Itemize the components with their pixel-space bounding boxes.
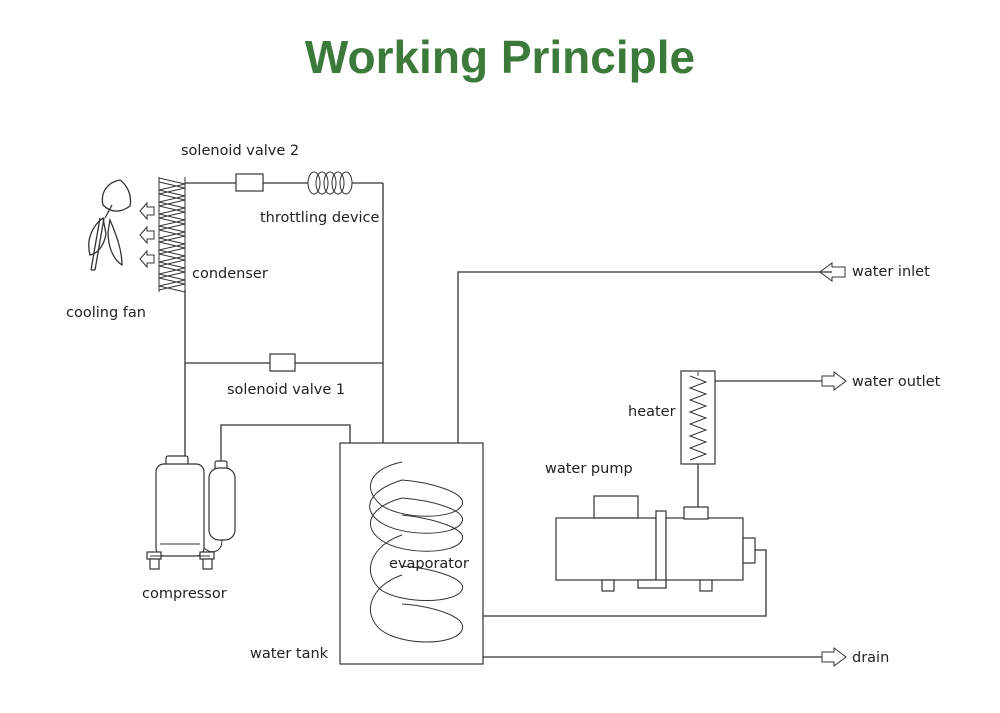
label-throttling-device: throttling device: [260, 210, 380, 226]
cooling-fan-icon: [88, 179, 132, 271]
water-inlet-line: [457, 262, 846, 443]
solenoid-valve-1: [269, 353, 296, 372]
refrigerant-piping: [184, 182, 384, 463]
label-water-tank: water tank: [250, 646, 329, 662]
throttling-device-coil: [307, 171, 353, 195]
water-outlet-line: [715, 371, 847, 391]
page-title: Working Principle: [304, 31, 696, 83]
solenoid-valve-2: [235, 173, 264, 192]
water-pump-icon: [555, 495, 756, 592]
compressor-icon: [146, 455, 236, 570]
water-tank: [339, 442, 484, 665]
label-condenser: condenser: [192, 266, 268, 282]
label-evaporator: evaporator: [389, 556, 469, 572]
label-water-inlet: water inlet: [852, 264, 930, 280]
label-drain: drain: [852, 650, 889, 666]
label-compressor: compressor: [142, 586, 227, 602]
label-cooling-fan: cooling fan: [66, 305, 146, 321]
airflow-arrows: [139, 201, 155, 269]
label-solenoid-valve-2: solenoid valve 2: [181, 143, 299, 159]
label-water-pump: water pump: [545, 461, 633, 477]
condenser-coil: [158, 177, 186, 293]
label-heater: heater: [628, 404, 676, 420]
drain-line: [483, 647, 847, 667]
evaporator-coil: [369, 461, 464, 643]
label-solenoid-valve-1: solenoid valve 1: [227, 382, 345, 398]
pump-suction-pipe: [483, 549, 767, 617]
label-water-outlet: water outlet: [852, 374, 941, 390]
heater-icon: [680, 370, 716, 465]
